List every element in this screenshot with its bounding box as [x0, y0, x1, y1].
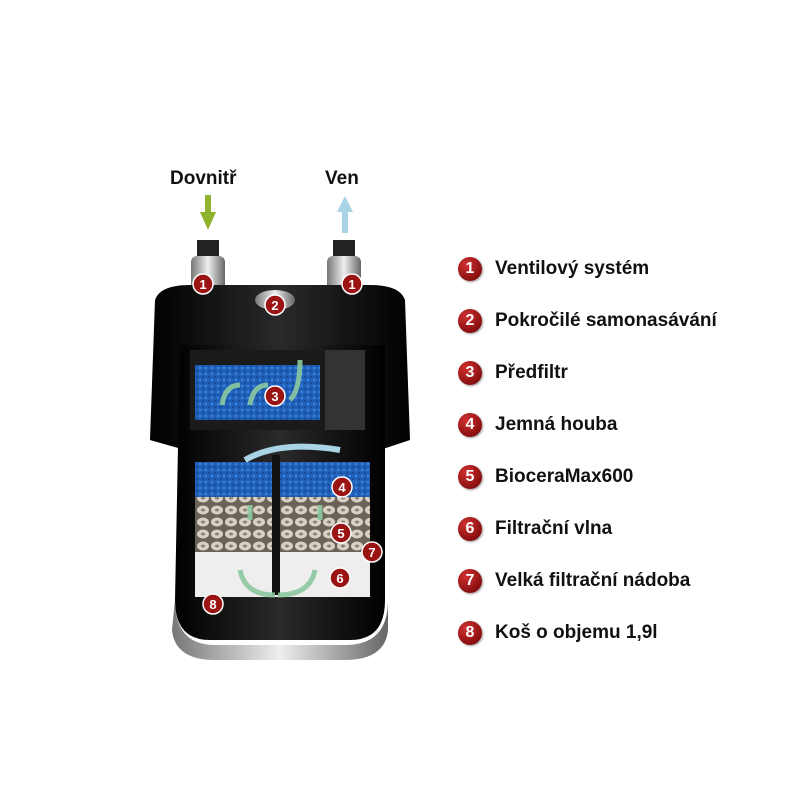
- legend-label: Filtrační vlna: [495, 518, 613, 539]
- legend-item: 5 BioceraMax600: [458, 451, 717, 503]
- svg-text:6: 6: [336, 571, 343, 586]
- legend: 1 Ventilový systém 2 Pokročilé samonasáván…: [458, 243, 717, 659]
- number-badge: 7: [458, 569, 482, 593]
- legend-label: Předfiltr: [495, 362, 568, 383]
- marker-4: 4: [331, 476, 353, 498]
- marker-8: 8: [202, 593, 224, 615]
- svg-text:5: 5: [337, 526, 344, 541]
- number-badge: 1: [458, 257, 482, 281]
- legend-item: 7 Velká filtrační nádoba: [458, 555, 717, 607]
- svg-text:8: 8: [209, 597, 216, 612]
- number-badge: 2: [458, 309, 482, 333]
- number-badge: 6: [458, 517, 482, 541]
- number-badge: 8: [458, 621, 482, 645]
- svg-text:4: 4: [338, 480, 346, 495]
- svg-text:2: 2: [271, 298, 278, 313]
- inlet-label: Dovnitř: [170, 168, 237, 189]
- filter-head: [150, 285, 410, 450]
- svg-text:3: 3: [271, 389, 278, 404]
- legend-label: BioceraMax600: [495, 466, 634, 487]
- marker-3: 3: [264, 385, 286, 407]
- number-badge: 3: [458, 361, 482, 385]
- legend-label: Velká filtrační nádoba: [495, 570, 691, 591]
- legend-item: 4 Jemná houba: [458, 399, 717, 451]
- flow-arrows: [219, 359, 323, 598]
- marker-6: 6: [329, 567, 351, 589]
- base: [172, 600, 388, 660]
- number-badge: 4: [458, 413, 482, 437]
- marker-7: 7: [361, 541, 383, 563]
- svg-text:1: 1: [348, 277, 355, 292]
- marker-5: 5: [330, 522, 352, 544]
- svg-text:1: 1: [199, 277, 206, 292]
- marker-1-outlet: 1: [341, 273, 363, 295]
- legend-item: 1 Ventilový systém: [458, 243, 717, 295]
- legend-item: 2 Pokročilé samonasávání: [458, 295, 717, 347]
- svg-text:7: 7: [368, 545, 375, 560]
- number-badge: 5: [458, 465, 482, 489]
- legend-item: 6 Filtrační vlna: [458, 503, 717, 555]
- legend-item: 3 Předfiltr: [458, 347, 717, 399]
- inlet-arrow: [200, 195, 216, 230]
- outlet-label: Ven: [325, 168, 359, 189]
- legend-label: Jemná houba: [495, 414, 618, 435]
- legend-label: Pokročilé samonasávání: [495, 310, 717, 331]
- legend-item: 8 Koš o objemu 1,9l: [458, 607, 717, 659]
- outlet-arrow: [337, 196, 353, 233]
- legend-label: Ventilový systém: [495, 258, 650, 279]
- marker-1-inlet: 1: [192, 273, 214, 295]
- legend-label: Koš o objemu 1,9l: [495, 622, 658, 643]
- marker-2: 2: [264, 294, 286, 316]
